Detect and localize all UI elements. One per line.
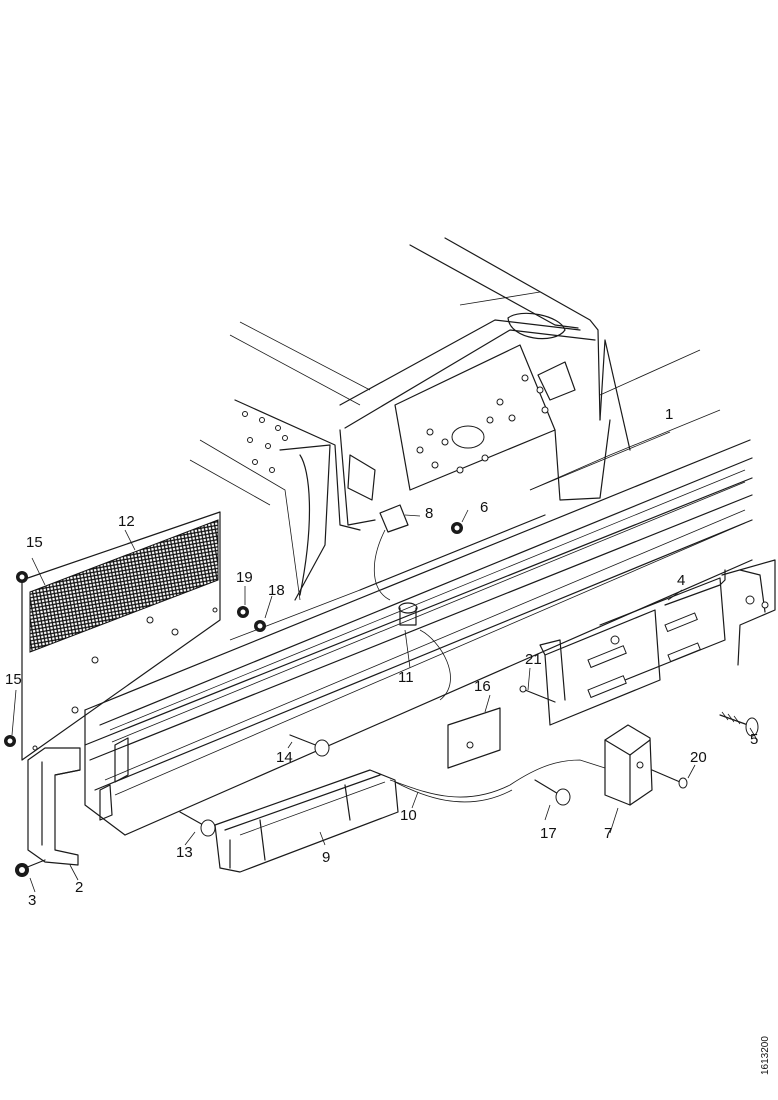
callout-18: 18: [268, 582, 285, 599]
wiring-harness: [373, 504, 606, 803]
callout-4: 4: [677, 572, 686, 589]
callout-7: 7: [604, 825, 613, 842]
callout-12: 12: [118, 513, 135, 530]
figure-reference-code: 1613200: [760, 1036, 771, 1075]
reflector-plate: [21, 511, 221, 761]
callout-10: 10: [400, 807, 417, 824]
callout-15-bottom: 15: [5, 671, 22, 688]
callout-19: 19: [236, 569, 253, 586]
callout-2: 2: [75, 879, 84, 896]
callout-17: 17: [540, 825, 557, 842]
callout-11: 11: [398, 669, 414, 686]
chassis-frame: [189, 237, 721, 601]
callout-14: 14: [276, 749, 293, 766]
callout-9: 9: [322, 849, 331, 866]
callout-20: 20: [690, 749, 707, 766]
callout-6: 6: [480, 499, 489, 516]
mounting-plate: [447, 707, 501, 769]
leader-lines: [11, 431, 757, 893]
rear-lamp: [214, 769, 399, 873]
callout-3: 3: [28, 892, 37, 909]
mounting-brackets: [539, 559, 776, 726]
callout-13: 13: [176, 844, 193, 861]
callout-16: 16: [474, 678, 491, 695]
fasteners: [4, 522, 759, 877]
bumper-beam: [84, 439, 753, 836]
callout-5: 5: [750, 731, 759, 748]
callout-1: 1: [665, 406, 674, 423]
step-bracket: [27, 747, 81, 866]
callout-8: 8: [425, 505, 434, 522]
callout-21: 21: [525, 651, 542, 668]
marker-lamp: [604, 724, 653, 806]
callout-15-top: 15: [26, 534, 43, 551]
